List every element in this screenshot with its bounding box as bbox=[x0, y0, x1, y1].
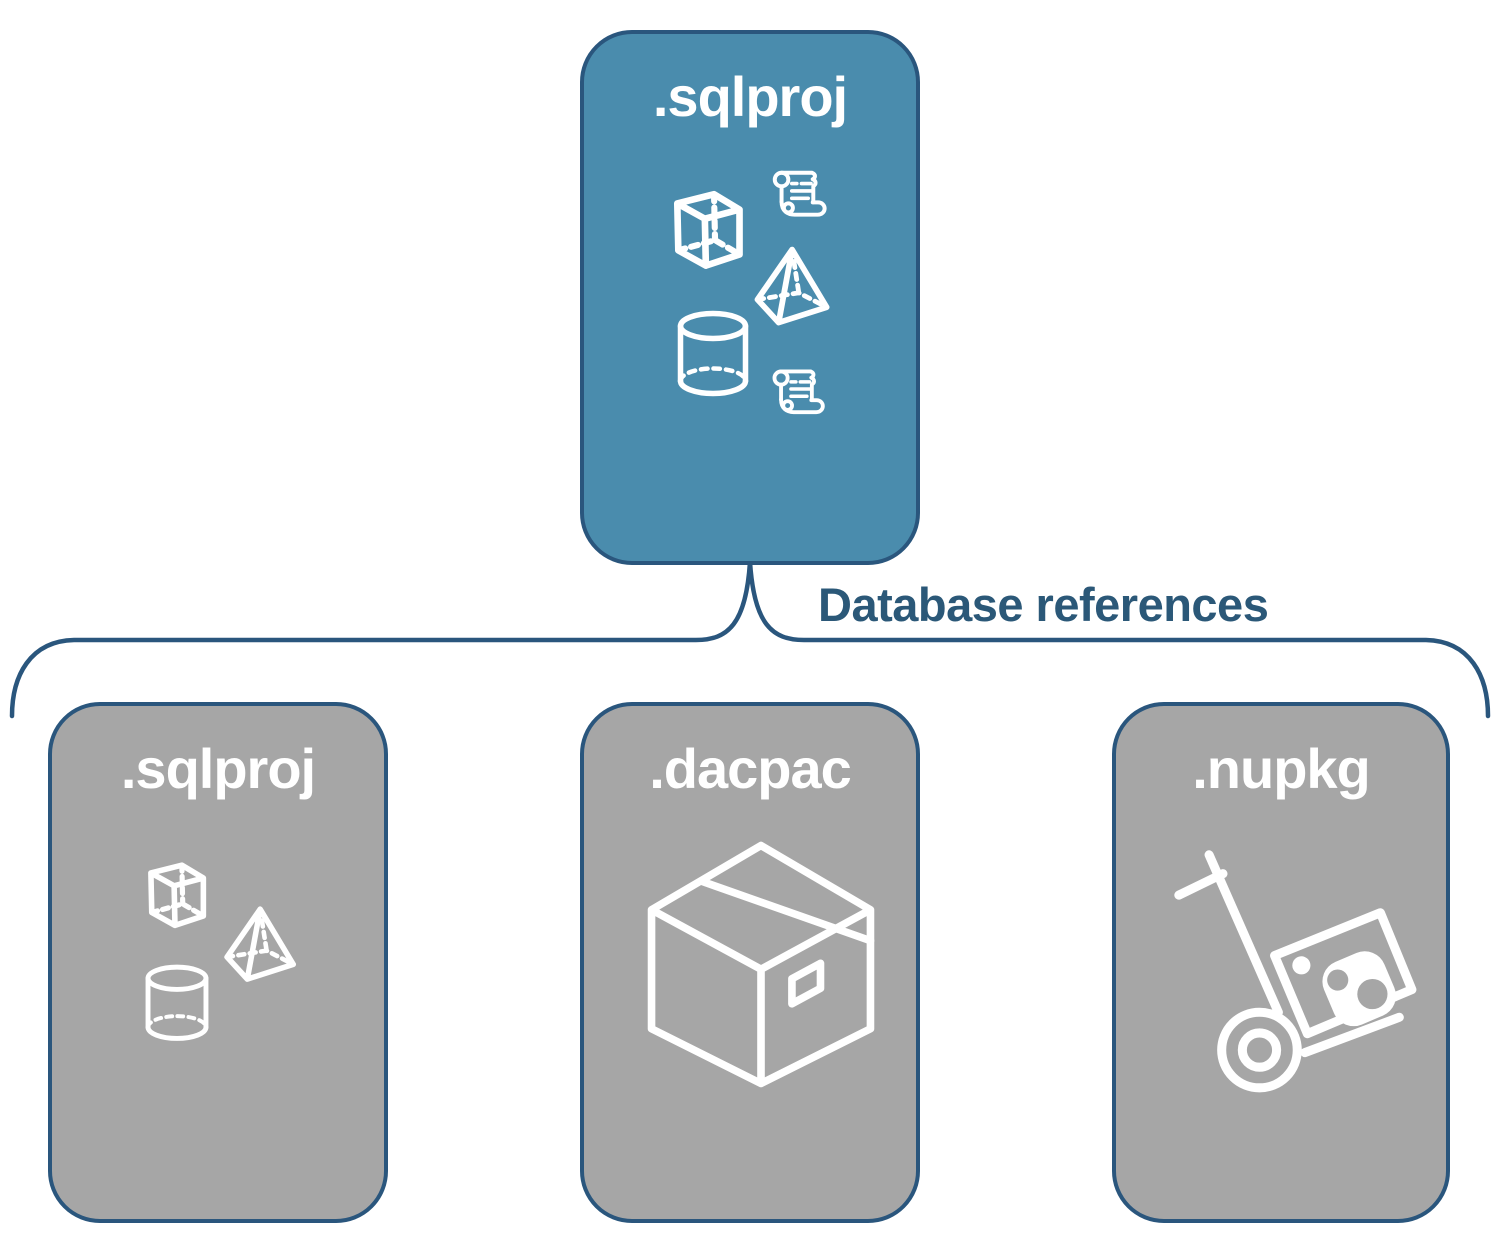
nuget-hand-truck-icon bbox=[1170, 846, 1422, 1108]
scroll-icon bbox=[764, 360, 830, 428]
node-dacpac-title: .dacpac bbox=[649, 737, 852, 800]
cylinder-icon bbox=[144, 964, 210, 1046]
pyramid-icon bbox=[212, 900, 312, 992]
edge-label: Database references bbox=[818, 578, 1269, 631]
package-box-icon bbox=[642, 836, 880, 1093]
node-nupkg: .nupkg bbox=[1112, 702, 1450, 1223]
cylinder-icon bbox=[676, 310, 750, 402]
pyramid-icon bbox=[742, 240, 846, 336]
node-sqlproj-root-title: .sqlproj bbox=[652, 65, 848, 128]
cube-icon bbox=[662, 180, 764, 284]
node-sqlproj-root: .sqlproj bbox=[580, 30, 920, 565]
node-nupkg-title: .nupkg bbox=[1192, 737, 1371, 800]
scroll-icon bbox=[764, 162, 832, 230]
nuget-logo bbox=[1292, 951, 1396, 1027]
node-dacpac: .dacpac bbox=[580, 702, 920, 1223]
cube-icon bbox=[138, 854, 224, 940]
node-sqlproj-child-title: .sqlproj bbox=[120, 737, 316, 800]
node-sqlproj-child: .sqlproj bbox=[48, 702, 388, 1223]
